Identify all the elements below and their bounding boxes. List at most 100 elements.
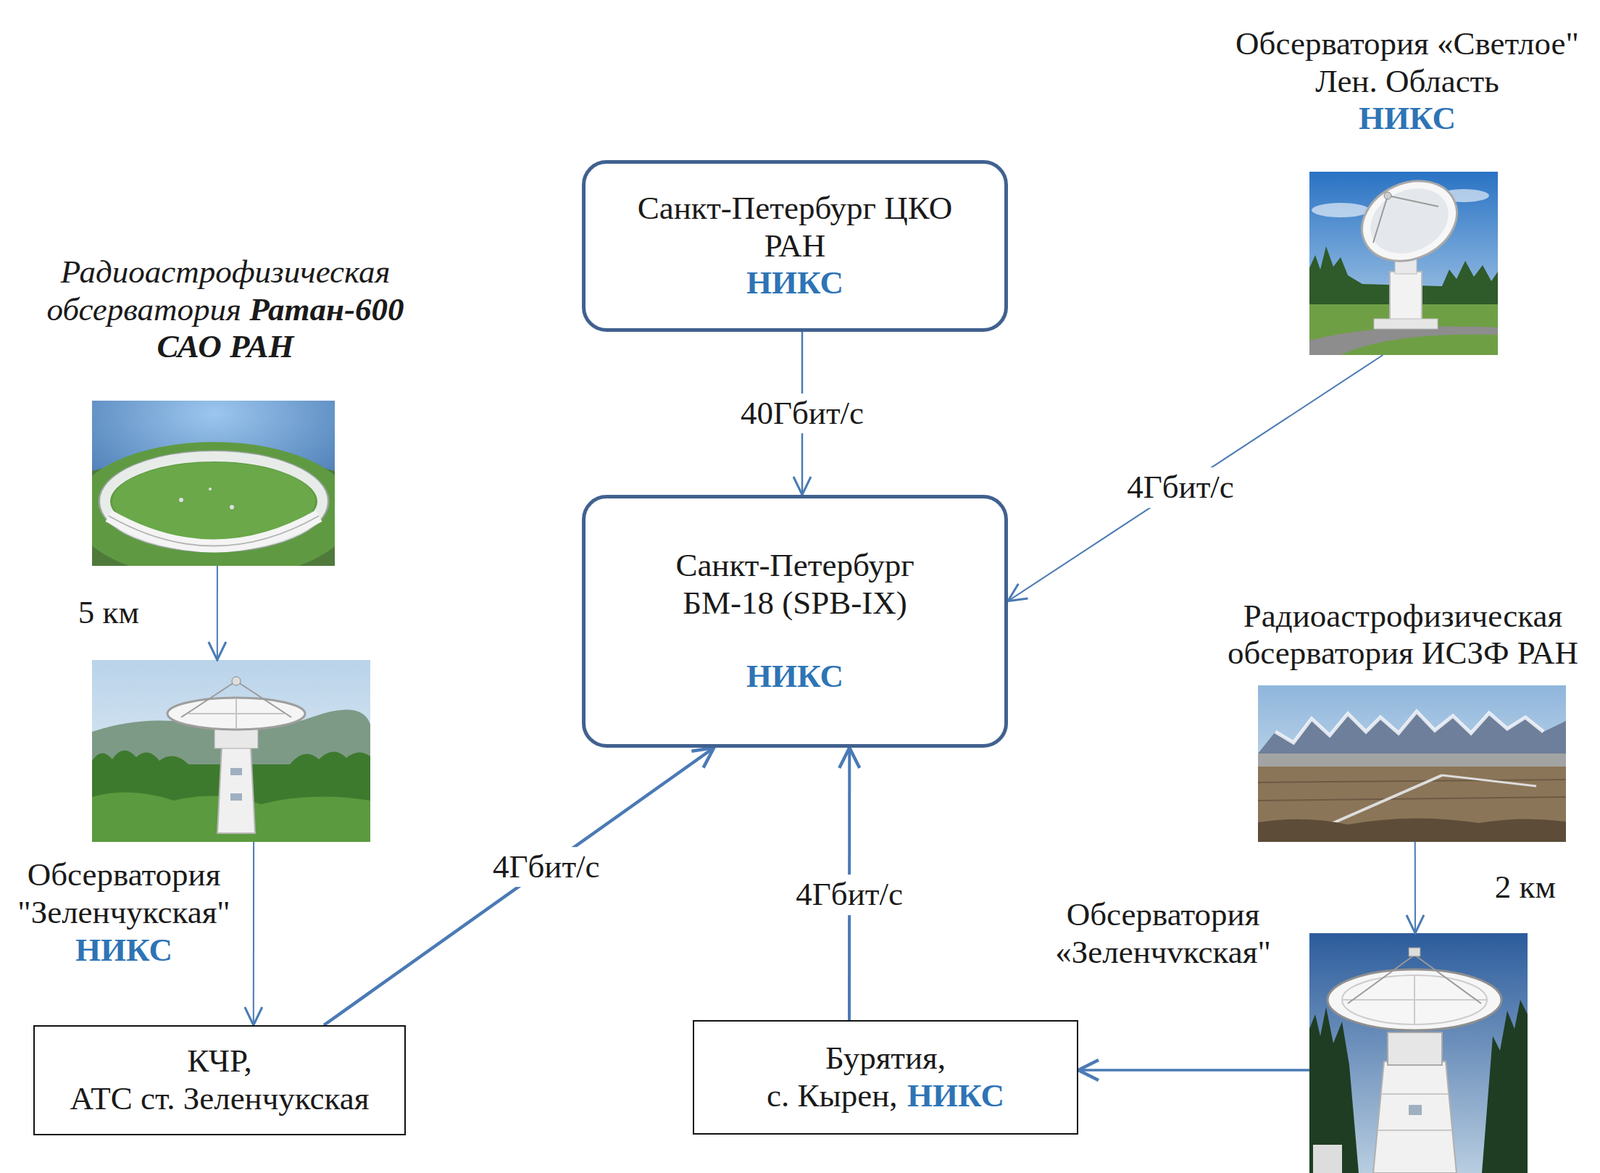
text-block: Санкт-Петербург БМ-18 (SPB-IX) НИКС (635, 547, 955, 696)
network-tag: НИКС (1227, 100, 1587, 138)
heading-block: Обсерватория «Светлое" Лен. ОбластьНИКС (1227, 25, 1587, 138)
ratan-photo-part (108, 515, 319, 547)
observatory-photo: Радиоастрофизическая обсерватория ИСЗФ Р… (1257, 685, 1566, 843)
svetloe-photo-part (1348, 171, 1470, 277)
bandwidth-label: 4Гбит/с (1121, 467, 1240, 508)
heading-block: Радиоастрофизическая обсерваторияРатан-6… (15, 253, 436, 366)
site-box: Бурятия,с. Кырен,НИКС (692, 1020, 1079, 1135)
zelenchuk-photo-part (214, 728, 258, 749)
iszf-photo-part (1257, 685, 1566, 843)
zelenchuk-photo-part (181, 681, 237, 718)
arrow-connector (1414, 842, 1416, 934)
zelenchuk-photo-part (1408, 947, 1421, 957)
svetloe-photo-part (1311, 202, 1370, 218)
observatory-name: Обсерватория «Зеленчvкская" (1037, 896, 1289, 972)
zelenchuk-photo-part (1408, 1105, 1422, 1116)
zelenchuk-photo-part (236, 681, 292, 718)
distance-label: 5 км (72, 592, 145, 634)
iszf-photo-part (1257, 797, 1566, 801)
iszf-photo-part (1275, 711, 1544, 743)
observatory-photo: Обсерватория «Светлое" Лен. ОбластьНИКС (1309, 171, 1498, 356)
zelenchuk-photo-part (1347, 955, 1415, 1004)
observatory-name: Обсерватория "Зеленчукская" (4, 856, 244, 932)
distance-label: 2 км (1489, 867, 1562, 908)
zelenchuk-photo-part (167, 697, 306, 730)
arrow-connector (252, 842, 255, 1026)
ratan-photo-part (178, 497, 184, 503)
telescope-name: Ратан-600 (249, 291, 404, 328)
institute-name: САО РАН (15, 328, 436, 366)
zelenchuk-photo-part (1481, 1000, 1528, 1173)
zelenchuk-photo-part (1377, 1129, 1453, 1132)
iszf-photo-part (1257, 818, 1566, 843)
zelenchuk-photo-part (231, 676, 241, 686)
svetloe-photo-part (1384, 192, 1392, 200)
svetloe-photo (1309, 171, 1498, 356)
ratan-photo (92, 400, 335, 566)
observatory-name: Радиоастрофизическая обсерватория ИСЗФ Р… (1208, 597, 1598, 674)
text-block: Бурятия,с. Кырен,НИКС (766, 1039, 1005, 1116)
iszf-photo-part (1442, 775, 1537, 787)
heading-block: Обсерватория «Зеленчvкская" (1037, 896, 1289, 972)
ratan-photo-part (229, 505, 235, 510)
network-tag: НИКС (635, 264, 955, 303)
region-name: Бурятия, (766, 1039, 1005, 1078)
iszf-photo-part (1257, 766, 1566, 843)
zelenchuk-photo-part (92, 660, 371, 843)
svetloe-photo-part (1309, 171, 1498, 356)
arrow-connector (323, 747, 714, 1026)
zelenchuk-photo-part (1342, 975, 1487, 1025)
ratan-photo-part (208, 487, 212, 491)
exchange-name: АТС ст. Зеленчукская (70, 1080, 370, 1119)
heading-block: Радиоастрофизическая обсерватория ИСЗФ Р… (1208, 597, 1598, 674)
station-name: Санкт-Петербург БМ-18 (SPB-IX) (635, 547, 955, 623)
station-box: Санкт-Петербург БМ-18 (SPB-IX) НИКС (581, 494, 1008, 748)
region-name: КЧР, (70, 1042, 370, 1081)
ratan-photo-part (99, 451, 329, 552)
station-name: Санкт-Петербург ЦКО РАН (635, 189, 955, 266)
text-block: Санкт-Петербург ЦКО РАННИКС (635, 189, 955, 303)
arrow-connector (1078, 1068, 1310, 1072)
arrow-connector (1007, 355, 1383, 602)
ratan-photo-part (108, 515, 319, 547)
zelenchuk-photo-part (217, 746, 256, 834)
zelenchuk-photo-part (230, 793, 243, 801)
svetloe-photo-part (1359, 176, 1459, 266)
zelenchuk-photo-part (1373, 1061, 1457, 1173)
network-tag: НИКС (4, 931, 244, 970)
observatory-photo: Радиоастрофизическая обсерваторияРатан-6… (92, 400, 335, 566)
network-tag: НИКС (907, 1077, 1005, 1114)
bandwidth-label: 4Гбит/с (789, 874, 909, 916)
observatory-photo: Обсерватория «Зеленчvкская" (1309, 933, 1528, 1173)
zelenchuk-photo-part (1414, 955, 1482, 1004)
iszf-photo-part (1257, 779, 1566, 783)
zelenchuk-photo-part (1381, 1093, 1449, 1095)
ratan-photo-part (92, 442, 335, 566)
village-name: с. Кырен, (766, 1077, 898, 1114)
svetloe-photo-part (1389, 271, 1422, 323)
zelenchuk-photo-part (1309, 933, 1528, 1173)
bandwidth-label: 4Гбит/с (486, 847, 606, 888)
text-block: КЧР,АТС ст. Зеленчукская (70, 1042, 370, 1119)
arrow-connector (216, 565, 219, 661)
zelenchuk-photo-part (230, 768, 243, 776)
zelenchuk-photo-part (1309, 1007, 1359, 1173)
svetloe-photo-part (1309, 326, 1498, 356)
zelenchuk-photo (92, 660, 371, 843)
zelenchuk-photo (1309, 933, 1528, 1173)
heading-block: Обсерватория "Зеленчукская"НИКС (4, 856, 244, 969)
ratan-photo-part (105, 456, 323, 547)
zelenchuk-photo-part (1313, 1144, 1343, 1173)
station-box: Санкт-Петербург ЦКО РАННИКС (581, 160, 1008, 332)
svetloe-photo-part (1387, 195, 1439, 207)
svetloe-photo-part (1373, 195, 1388, 243)
observatory-name: Обсерватория «Светлое" Лен. Область (1227, 25, 1587, 101)
network-tag: НИКС (635, 657, 955, 696)
observatory-photo: Обсерватория "Зеленчукская"НИКС (92, 660, 371, 843)
zelenchuk-photo-part (1413, 975, 1416, 1025)
iszf-photo (1257, 685, 1566, 843)
svetloe-photo-part (1373, 318, 1438, 329)
zelenchuk-photo-part (1387, 1032, 1443, 1066)
bandwidth-label: 40Гбит/с (734, 393, 870, 435)
site-box: КЧР,АТС ст. Зеленчукская (33, 1025, 406, 1136)
